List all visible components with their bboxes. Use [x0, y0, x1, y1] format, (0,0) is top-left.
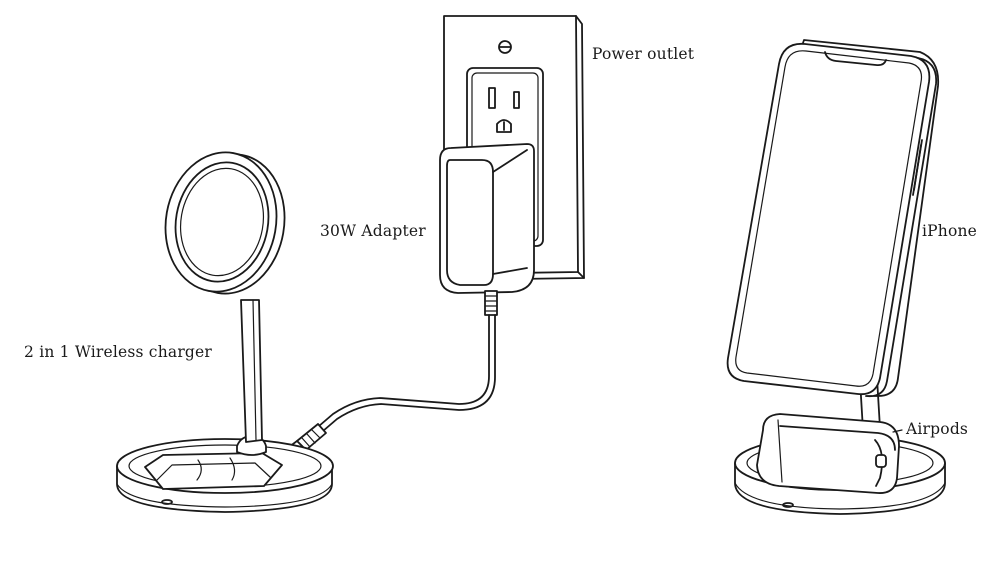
charger-with-devices-illustration — [726, 39, 946, 515]
adapter-label: 30W Adapter — [320, 222, 426, 240]
charging-cable-illustration — [288, 314, 496, 457]
adapter-illustration — [439, 143, 535, 316]
wireless-charger-illustration — [116, 151, 334, 513]
power-outlet-label: Power outlet — [592, 45, 695, 63]
wireless-charger-label: 2 in 1 Wireless charger — [24, 343, 213, 361]
airpods-leader-line — [892, 429, 903, 433]
iphone-label: iPhone — [922, 222, 978, 240]
airpods-label: Airpods — [906, 420, 969, 438]
